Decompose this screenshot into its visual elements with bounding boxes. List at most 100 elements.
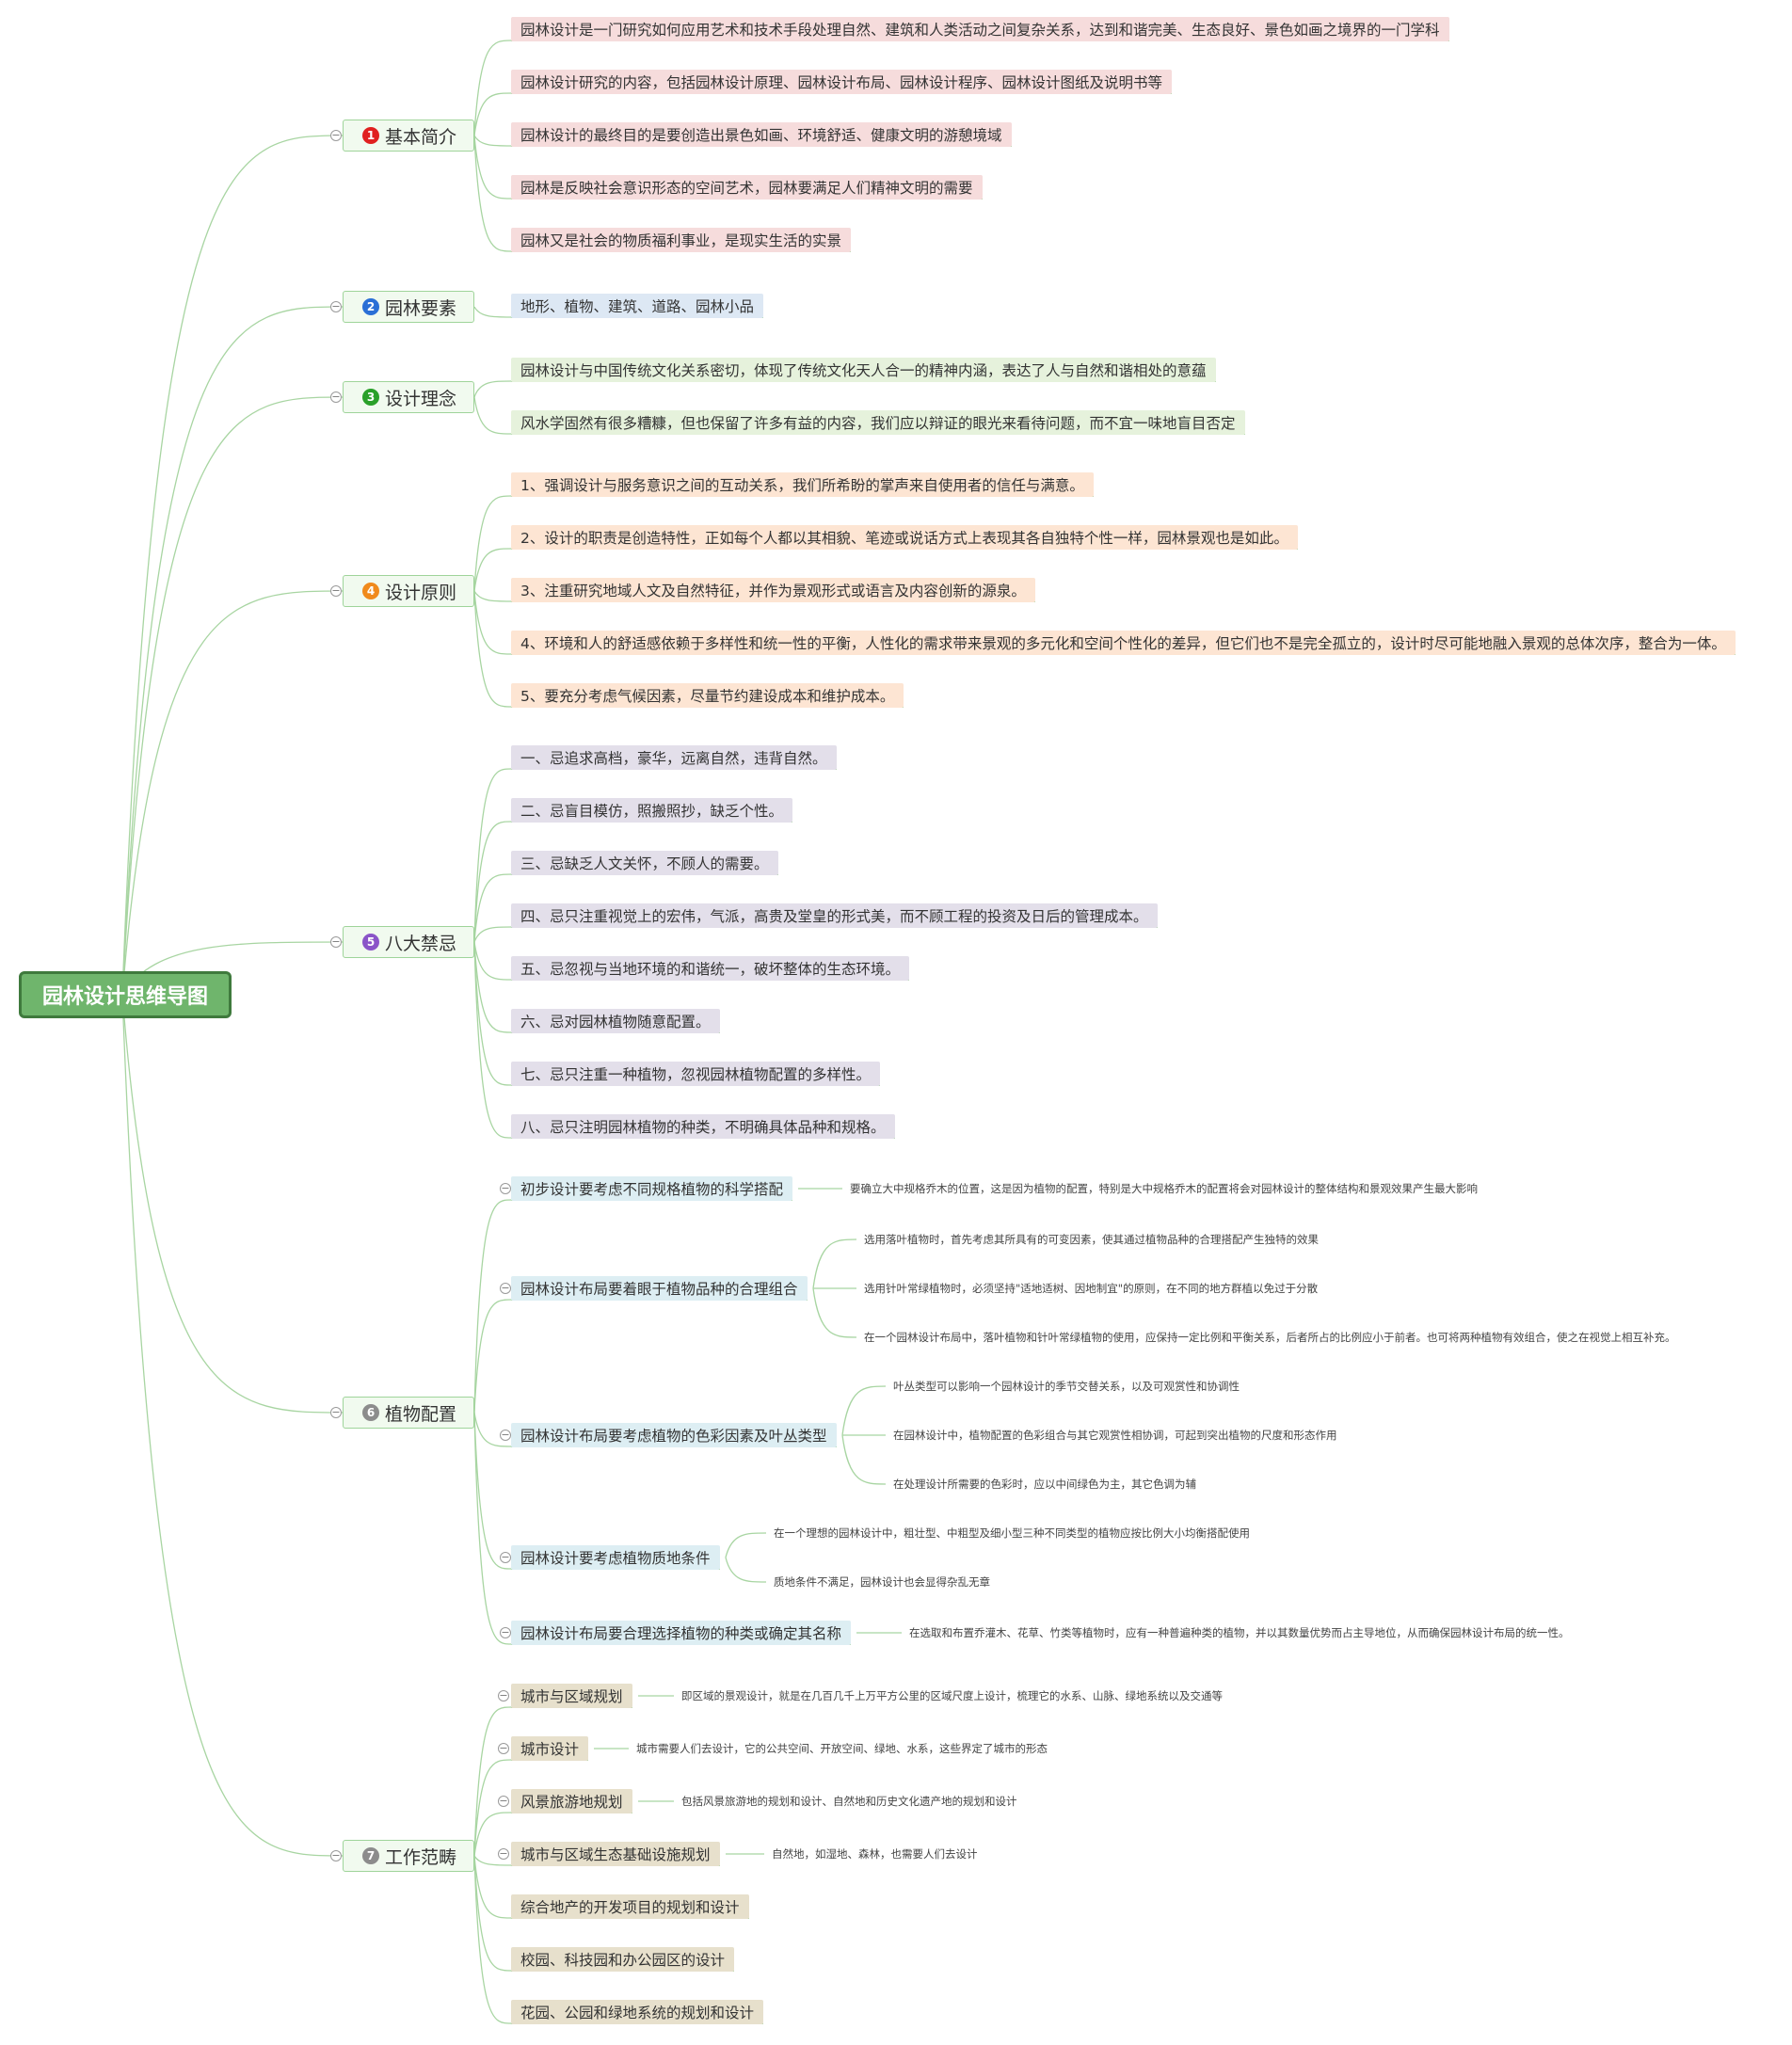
leaf-item[interactable]: 三、忌缺乏人文关怀，不顾人的需要。 <box>511 851 778 875</box>
leaf-item[interactable]: 1、强调设计与服务意识之间的互动关系，我们所希盼的掌声来自使用者的信任与满意。 <box>511 472 1094 497</box>
subtopic-item[interactable]: 花园、公园和绿地系统的规划和设计 <box>511 2000 764 2024</box>
collapse-icon[interactable]: − <box>500 1429 511 1441</box>
leaf-item[interactable]: 地形、植物、建筑、道路、园林小品 <box>511 294 764 318</box>
leaf-item[interactable]: 3、注重研究地域人文及自然特征，并作为景观形式或语言及内容创新的源泉。 <box>511 578 1035 602</box>
number-4-icon: 4 <box>362 583 379 599</box>
note-item[interactable]: 包括风景旅游地的规划和设计、自然地和历史文化遗产地的规划和设计 <box>681 1795 1017 1808</box>
collapse-icon[interactable]: − <box>500 1551 511 1563</box>
leaf-item[interactable]: 五、忌忽视与当地环境的和谐统一，破坏整体的生态环境。 <box>511 956 910 981</box>
connector-line <box>121 306 344 996</box>
subtopic-item[interactable]: 城市与区域生态基础设施规划 <box>511 1842 720 1866</box>
collapse-icon[interactable]: − <box>498 1742 509 1754</box>
collapse-icon[interactable]: − <box>330 935 342 948</box>
leaf-item[interactable]: 一、忌追求高档，豪华，远离自然，违背自然。 <box>511 745 837 770</box>
connector-line <box>473 1855 512 1919</box>
leaf-item[interactable]: 二、忌盲目模仿，照搬照抄，缺乏个性。 <box>511 798 793 823</box>
leaf-item[interactable]: 4、环境和人的舒适感依赖于多样性和统一性的平衡，人性化的需求带来景观的多元化和空… <box>511 631 1736 655</box>
connector-line <box>473 1759 512 1857</box>
note-item[interactable]: 叶丛类型可以影响一个园林设计的季节交替关系，以及可观赏性和协调性 <box>893 1380 1240 1393</box>
subtopic-item[interactable]: 初步设计要考虑不同规格植物的科学搭配 <box>511 1176 793 1201</box>
subtopic-item[interactable]: 风景旅游地规划 <box>511 1789 632 1813</box>
connector-line <box>473 590 512 708</box>
collapse-icon[interactable]: − <box>498 1795 509 1807</box>
connector-line <box>473 941 512 981</box>
note-item[interactable]: 在一个园林设计布局中，落叶植物和针叶常绿植物的使用，应保持一定比例和平衡关系，后… <box>864 1331 1676 1344</box>
leaf-item[interactable]: 2、设计的职责是创造特性，正如每个人都以其相貌、笔迹或说话方式上表现其各自独特个… <box>511 525 1298 550</box>
connector-line <box>473 548 512 592</box>
connector-line <box>473 40 512 136</box>
connector-line <box>473 941 512 1033</box>
subtopic-item[interactable]: 园林设计要考虑植物质地条件 <box>511 1545 720 1570</box>
collapse-icon[interactable]: − <box>498 1847 509 1860</box>
connector-line <box>473 1412 512 1645</box>
number-6-icon: 6 <box>362 1404 379 1421</box>
collapse-icon[interactable]: − <box>500 1626 511 1638</box>
collapse-icon[interactable]: − <box>500 1182 511 1194</box>
connector-line <box>121 135 344 996</box>
topic-label: 工作范畴 <box>385 1846 457 1868</box>
topic-work-scope[interactable]: 7 工作范畴 <box>343 1840 474 1872</box>
subtopic-item[interactable]: 校园、科技园和办公园区的设计 <box>511 1947 735 1972</box>
connector-line <box>725 1532 767 1558</box>
collapse-icon[interactable]: − <box>500 1282 511 1294</box>
subtopic-item[interactable]: 园林设计布局要着眼于植物品种的合理组合 <box>511 1276 808 1301</box>
connector-line <box>473 1855 512 2024</box>
note-item[interactable]: 在选取和布置乔灌木、花草、竹类等植物时，应有一种普遍种类的植物，并以其数量优势而… <box>909 1626 1570 1639</box>
topic-plant-configuration[interactable]: 6 植物配置 <box>343 1397 474 1429</box>
topic-label: 设计原则 <box>385 582 457 603</box>
subtopic-item[interactable]: 城市设计 <box>511 1736 589 1761</box>
subtopic-item[interactable]: 综合地产的开发项目的规划和设计 <box>511 1894 749 1919</box>
connector-line <box>841 1434 887 1485</box>
subtopic-item[interactable]: 城市与区域规划 <box>511 1684 632 1708</box>
leaf-item[interactable]: 园林设计是一门研究如何应用艺术和技术手段处理自然、建筑和人类活动之间复杂关系，达… <box>511 17 1449 41</box>
topic-label: 基本简介 <box>385 126 457 148</box>
connector-line <box>473 941 512 1139</box>
collapse-icon[interactable]: − <box>330 391 342 403</box>
leaf-item[interactable]: 5、要充分考虑气候因素，尽量节约建设成本和维护成本。 <box>511 683 904 708</box>
subtopic-item[interactable]: 园林设计布局要合理选择植物的种类或确定其名称 <box>511 1621 852 1645</box>
topic-garden-elements[interactable]: 2 园林要素 <box>343 291 474 323</box>
connector-line <box>473 1855 512 1972</box>
leaf-item[interactable]: 八、忌只注明园林植物的种类，不明确具体品种和规格。 <box>511 1114 895 1139</box>
connector-line <box>473 135 512 252</box>
connector-line <box>473 306 512 318</box>
connector-line <box>812 1238 857 1289</box>
connector-line <box>473 873 512 943</box>
leaf-item[interactable]: 风水学固然有很多糟糠，但也保留了许多有益的内容，我们应以辩证的眼光来看待问题，而… <box>511 410 1245 435</box>
note-item[interactable]: 选用针叶常绿植物时，必须坚持"适地适树、因地制宜"的原则，在不同的地方群植以免过… <box>864 1282 1319 1295</box>
leaf-item[interactable]: 园林是反映社会意识形态的空间艺术，园林要满足人们精神文明的需要 <box>511 175 983 200</box>
note-item[interactable]: 即区域的景观设计，就是在几百几千上万平方公里的区域尺度上设计，梳理它的水系、山脉… <box>681 1689 1223 1702</box>
collapse-icon[interactable]: − <box>330 584 342 597</box>
topic-design-principles[interactable]: 4 设计原则 <box>343 575 474 607</box>
note-item[interactable]: 选用落叶植物时，首先考虑其所具有的可变因素，使其通过植物品种的合理搭配产生独特的… <box>864 1233 1319 1246</box>
topic-basic-intro[interactable]: 1 基本简介 <box>343 120 474 152</box>
leaf-item[interactable]: 七、忌只注重一种植物，忽视园林植物配置的多样性。 <box>511 1062 881 1086</box>
collapse-icon[interactable]: − <box>330 1406 342 1418</box>
note-item[interactable]: 在园林设计中，植物配置的色彩组合与其它观赏性相协调，可起到突出植物的尺度和形态作… <box>893 1429 1337 1442</box>
leaf-item[interactable]: 园林设计与中国传统文化关系密切，体现了传统文化天人合一的精神内涵，表达了人与自然… <box>511 358 1216 382</box>
number-7-icon: 7 <box>362 1847 379 1864</box>
note-item[interactable]: 在一个理想的园林设计中，粗壮型、中粗型及细小型三种不同类型的植物应按比例大小均衡… <box>774 1526 1250 1540</box>
topic-eight-taboos[interactable]: 5 八大禁忌 <box>343 926 474 958</box>
collapse-icon[interactable]: − <box>498 1689 509 1702</box>
leaf-item[interactable]: 园林设计的最终目的是要创造出景色如画、环境舒适、健康文明的游憩境域 <box>511 122 1012 147</box>
number-3-icon: 3 <box>362 389 379 406</box>
note-item[interactable]: 城市需要人们去设计，它的公共空间、开放空间、绿地、水系，这些界定了城市的形态 <box>636 1742 1048 1755</box>
leaf-item[interactable]: 园林设计研究的内容，包括园林设计原理、园林设计布局、园林设计程序、园林设计图纸及… <box>511 70 1173 94</box>
subtopic-item[interactable]: 园林设计布局要考虑植物的色彩因素及叶丛类型 <box>511 1423 837 1447</box>
note-item[interactable]: 要确立大中规格乔木的位置，这是因为植物的配置，特别是大中规格乔木的配置将会对园林… <box>850 1182 1478 1195</box>
connector-line <box>473 590 512 602</box>
collapse-icon[interactable]: − <box>330 129 342 141</box>
root-topic[interactable]: 园林设计思维导图 <box>19 971 232 1018</box>
collapse-icon[interactable]: − <box>330 1849 342 1861</box>
note-item[interactable]: 自然地，如湿地、森林，也需要人们去设计 <box>772 1847 978 1861</box>
topic-design-concept[interactable]: 3 设计理念 <box>343 381 474 413</box>
connector-line <box>473 380 512 398</box>
leaf-item[interactable]: 园林又是社会的物质福利事业，是现实生活的实景 <box>511 228 852 252</box>
leaf-item[interactable]: 六、忌对园林植物随意配置。 <box>511 1009 720 1033</box>
collapse-icon[interactable]: − <box>330 300 342 312</box>
note-item[interactable]: 在处理设计所需要的色彩时，应以中间绿色为主，其它色调为辅 <box>893 1478 1196 1491</box>
note-item[interactable]: 质地条件不满足，园林设计也会显得杂乱无章 <box>774 1575 990 1589</box>
leaf-item[interactable]: 四、忌只注重视觉上的宏伟，气派，高贵及堂皇的形式美，而不顾工程的投资及日后的管理… <box>511 903 1158 928</box>
connector-line <box>841 1385 887 1436</box>
